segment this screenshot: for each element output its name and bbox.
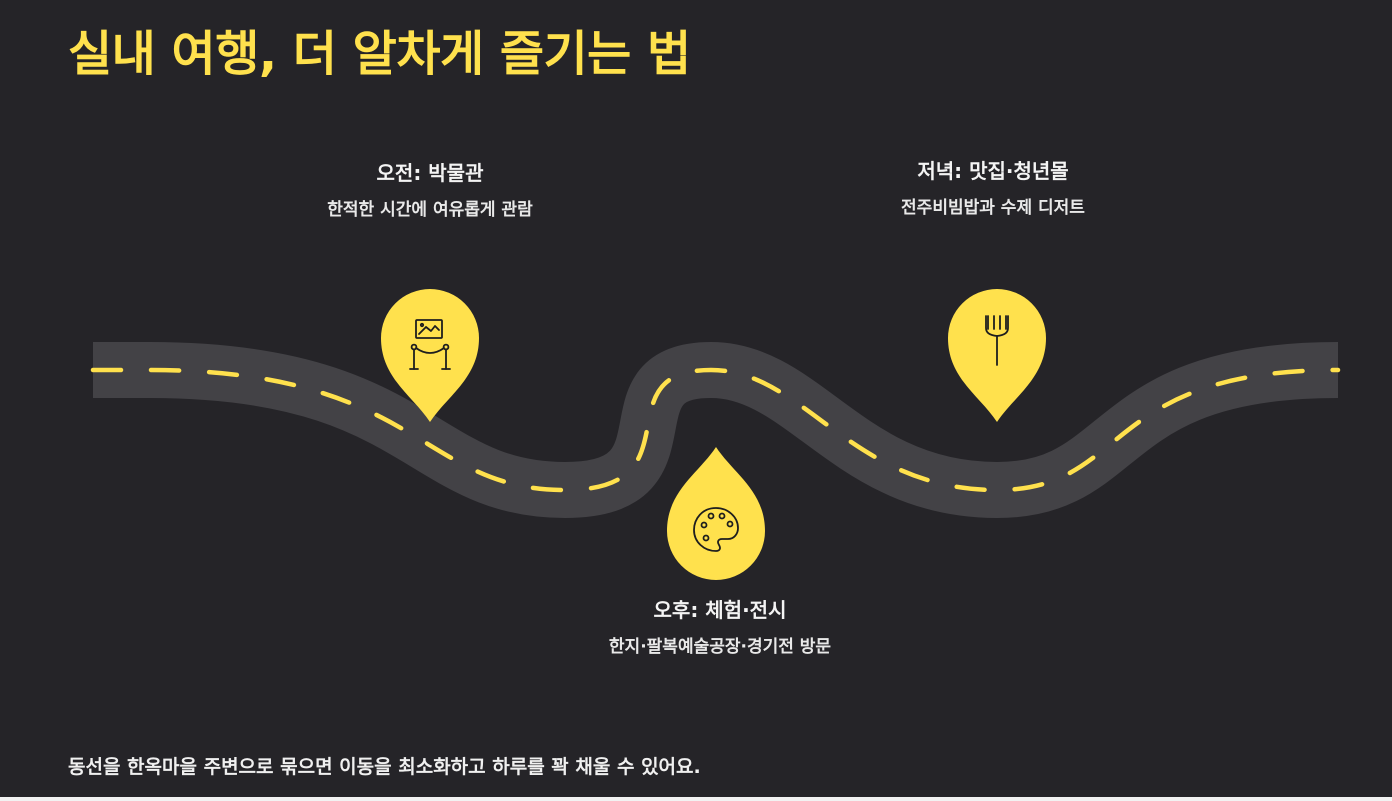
page-title: 실내 여행, 더 알차게 즐기는 법 [68,26,691,82]
footer-caption: 동선을 한옥마을 주변으로 묶으면 이동을 최소화하고 하루를 꽉 채울 수 있… [68,756,701,778]
stop-morning-heading: 오전: 박물관 [376,161,484,185]
stop-morning: 오전: 박물관 한적한 시간에 여유롭게 관람 [311,159,549,224]
pin-evening [948,289,1046,422]
stop-evening-description: 전주비빔밥과 수제 디저트 [901,198,1085,218]
fork-icon [985,315,1009,366]
stop-afternoon-description: 한지·팔복예술공장·경기전 방문 [608,637,832,657]
stop-morning-description: 한적한 시간에 여유롭게 관람 [327,200,533,220]
museum-exhibit-icon [409,319,451,370]
pin-morning-shape [381,289,479,422]
stop-afternoon: 오후: 체험·전시 한지·팔복예술공장·경기전 방문 [601,596,839,661]
pin-afternoon [667,447,765,580]
road-center-dash [90,367,1341,493]
stop-evening: 저녁: 맛집·청년몰 전주비빔밥과 수제 디저트 [877,157,1109,222]
stop-evening-heading: 저녁: 맛집·청년몰 [917,159,1069,183]
pin-afternoon-shape [667,447,765,580]
bottom-divider [0,797,1392,801]
stop-afternoon-heading: 오후: 체험·전시 [653,598,787,622]
palette-icon [693,507,739,552]
pin-morning [381,289,479,422]
